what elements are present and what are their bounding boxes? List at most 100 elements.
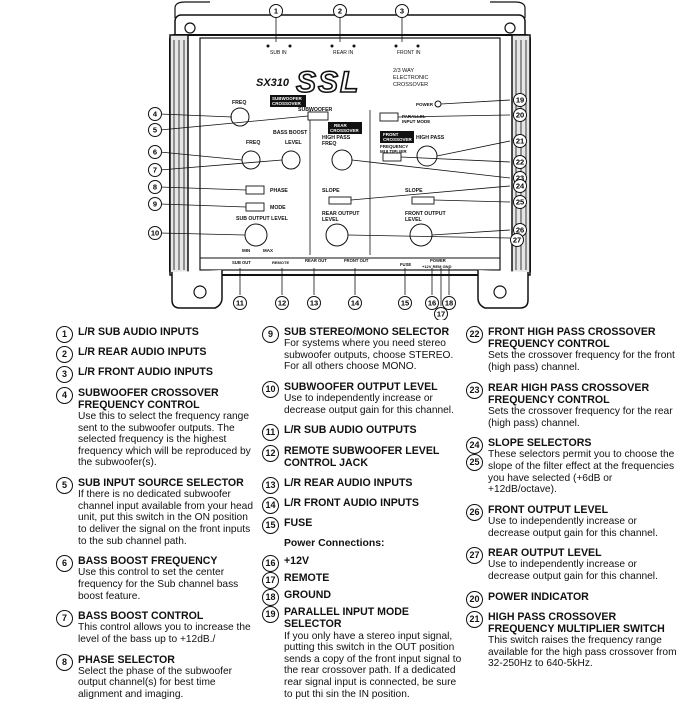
multiplier-label-1: FREQUENCY bbox=[380, 144, 408, 149]
callout-number-7: 7 bbox=[153, 166, 157, 175]
callout-circle-19 bbox=[513, 93, 527, 107]
callout-circle-25 bbox=[513, 195, 527, 209]
legend-title: FRONT OUTPUT LEVEL bbox=[488, 503, 609, 516]
legend-title: BASS BOOST CONTROL bbox=[78, 610, 204, 623]
legend-description: Sets the crossover frequency for the fro… bbox=[488, 350, 675, 373]
callout-number-27: 27 bbox=[513, 236, 521, 245]
legend-number-21: 21 bbox=[466, 610, 483, 628]
callout-circle-16 bbox=[425, 296, 439, 310]
callout-circle-18 bbox=[442, 296, 456, 310]
legend-number-14: 14 bbox=[262, 497, 279, 515]
sub-out-label: SUB OUT bbox=[232, 260, 251, 265]
callout-number-14: 14 bbox=[351, 299, 360, 308]
legend-description: For systems where you need stereo subwoo… bbox=[284, 338, 454, 373]
callout-number-22: 22 bbox=[516, 158, 524, 167]
crossover-panel-diagram: SUB IN REAR IN FRONT IN SX310 SSL 2/3 WA… bbox=[148, 1, 531, 320]
panel-labels: FREQ SUBWOOFER CROSSOVER SUBWOOFER BASS … bbox=[232, 95, 452, 269]
legend-description: Select the phase of the subwoofer output… bbox=[78, 665, 233, 700]
legend-number-27: 27 bbox=[466, 547, 483, 565]
legend-title: L/R REAR AUDIO INPUTS bbox=[78, 346, 207, 359]
legend-title: FUSE bbox=[284, 517, 313, 530]
callout-circle-17 bbox=[434, 307, 448, 320]
rear-slope-switch bbox=[328, 196, 352, 205]
legend-number-17: 17 bbox=[262, 571, 279, 589]
callout-number-12: 12 bbox=[278, 299, 286, 308]
rear-hp-knob bbox=[331, 149, 353, 171]
legend-title: REMOTE bbox=[284, 571, 330, 584]
legend-description: Use this to select the frequency range s… bbox=[78, 411, 251, 469]
legend-number-19: 19 bbox=[262, 606, 279, 624]
legend-number-3: 3 bbox=[56, 366, 73, 384]
subwoofer-label: SUBWOOFER bbox=[298, 107, 333, 113]
legend-number-25: 25 bbox=[466, 454, 483, 472]
legend-item-16: 16+12V bbox=[262, 554, 464, 572]
callout-number-13: 13 bbox=[310, 299, 318, 308]
legend-number-24: 24 bbox=[466, 437, 483, 455]
parallel-label-2: INPUT MODE bbox=[402, 119, 430, 124]
min-label: MIN bbox=[242, 248, 250, 253]
mode-label: MODE bbox=[270, 205, 286, 211]
legend-title: +12V bbox=[284, 554, 310, 567]
front-out-label: FRONT OUT bbox=[344, 258, 369, 263]
legend-title: L/R FRONT AUDIO INPUTS bbox=[78, 366, 213, 379]
callout-circle-9 bbox=[148, 197, 162, 211]
callout-circle-5 bbox=[148, 123, 162, 137]
front-level-knob bbox=[409, 223, 433, 247]
legend-title: SUBWOOFER OUTPUT LEVEL bbox=[284, 380, 438, 393]
sub-source-switch bbox=[307, 111, 329, 121]
callout-number-21: 21 bbox=[516, 137, 524, 146]
legend-item-3: 3 L/R FRONT AUDIO INPUTS bbox=[56, 366, 256, 384]
front-hp-knob bbox=[416, 145, 438, 167]
callout-circle-24 bbox=[513, 179, 527, 193]
legend-title: L/R SUB AUDIO INPUTS bbox=[78, 326, 199, 338]
callout-number-18: 18 bbox=[445, 299, 453, 308]
callout-number-25: 25 bbox=[516, 198, 524, 207]
callout-number-2: 2 bbox=[338, 7, 342, 16]
multiplier-switch bbox=[382, 152, 402, 162]
callout-number-5: 5 bbox=[153, 126, 157, 135]
top-inputs: SUB IN REAR IN FRONT IN bbox=[266, 44, 421, 56]
legend-description: Use to independently increase or decreas… bbox=[284, 393, 454, 416]
legend-description: Use to independently increase or decreas… bbox=[488, 559, 658, 582]
legend-number-13: 13 bbox=[262, 476, 279, 494]
legend-item-17: 17 REMOTE bbox=[262, 571, 464, 589]
callout-circle-2 bbox=[333, 4, 347, 18]
callout-number-26: 26 bbox=[516, 226, 524, 235]
power-terminals-label: +12V REM GND bbox=[422, 264, 452, 269]
knobs bbox=[230, 100, 442, 247]
remote-sub-label: REMOTE bbox=[272, 260, 289, 265]
brand-logo: SSL bbox=[296, 66, 360, 99]
boost-freq-knob bbox=[241, 150, 261, 170]
front-hp-label: HIGH PASS bbox=[416, 135, 445, 141]
legend-description: Sets the crossover frequency for the rea… bbox=[488, 406, 673, 429]
callout-number-24: 24 bbox=[516, 182, 525, 191]
legend-title: REMOTE SUBWOOFER LEVEL CONTROL JACK bbox=[284, 444, 440, 469]
front-output-label-1: FRONT OUTPUT bbox=[405, 211, 446, 217]
callout-number-19: 19 bbox=[516, 96, 524, 105]
callout-number-15: 15 bbox=[401, 299, 409, 308]
switches bbox=[245, 111, 435, 212]
legend-description: If there is no dedicated subwoofer chann… bbox=[78, 489, 253, 547]
legend-title: BASS BOOST FREQUENCY bbox=[78, 555, 218, 568]
model-label: SX310 bbox=[256, 77, 290, 89]
power-connections-header: Power Connections: bbox=[284, 537, 385, 549]
rear-crossover-label-2: CROSSOVER bbox=[330, 128, 360, 133]
sub-output-level-label: SUB OUTPUT LEVEL bbox=[236, 216, 289, 222]
multiplier-label-2: MULTIPLIER bbox=[380, 149, 407, 154]
legend-title: L/R FRONT AUDIO INPUTS bbox=[284, 497, 419, 510]
callout-circle-15 bbox=[398, 296, 412, 310]
legend-title: POWER INDICATOR bbox=[488, 590, 589, 603]
fuse-label: FUSE bbox=[400, 262, 411, 267]
legend-description: This control allows you to increase the … bbox=[78, 622, 251, 645]
